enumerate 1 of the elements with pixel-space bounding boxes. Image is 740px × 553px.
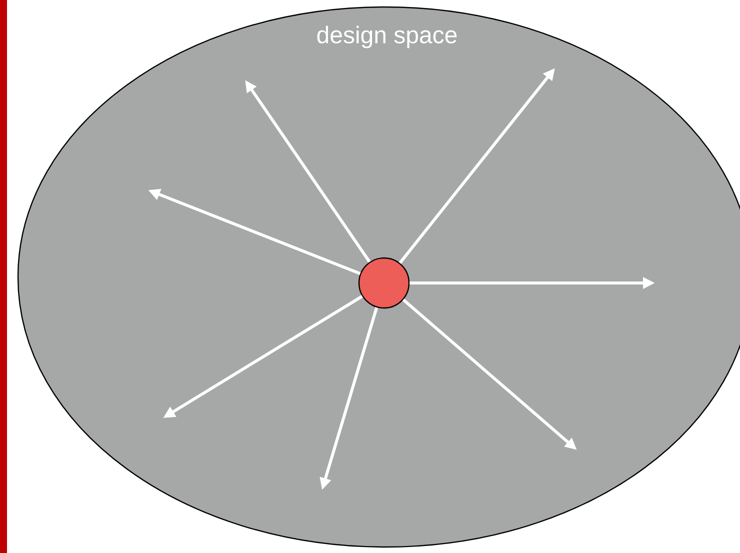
point-circle bbox=[358, 257, 410, 309]
